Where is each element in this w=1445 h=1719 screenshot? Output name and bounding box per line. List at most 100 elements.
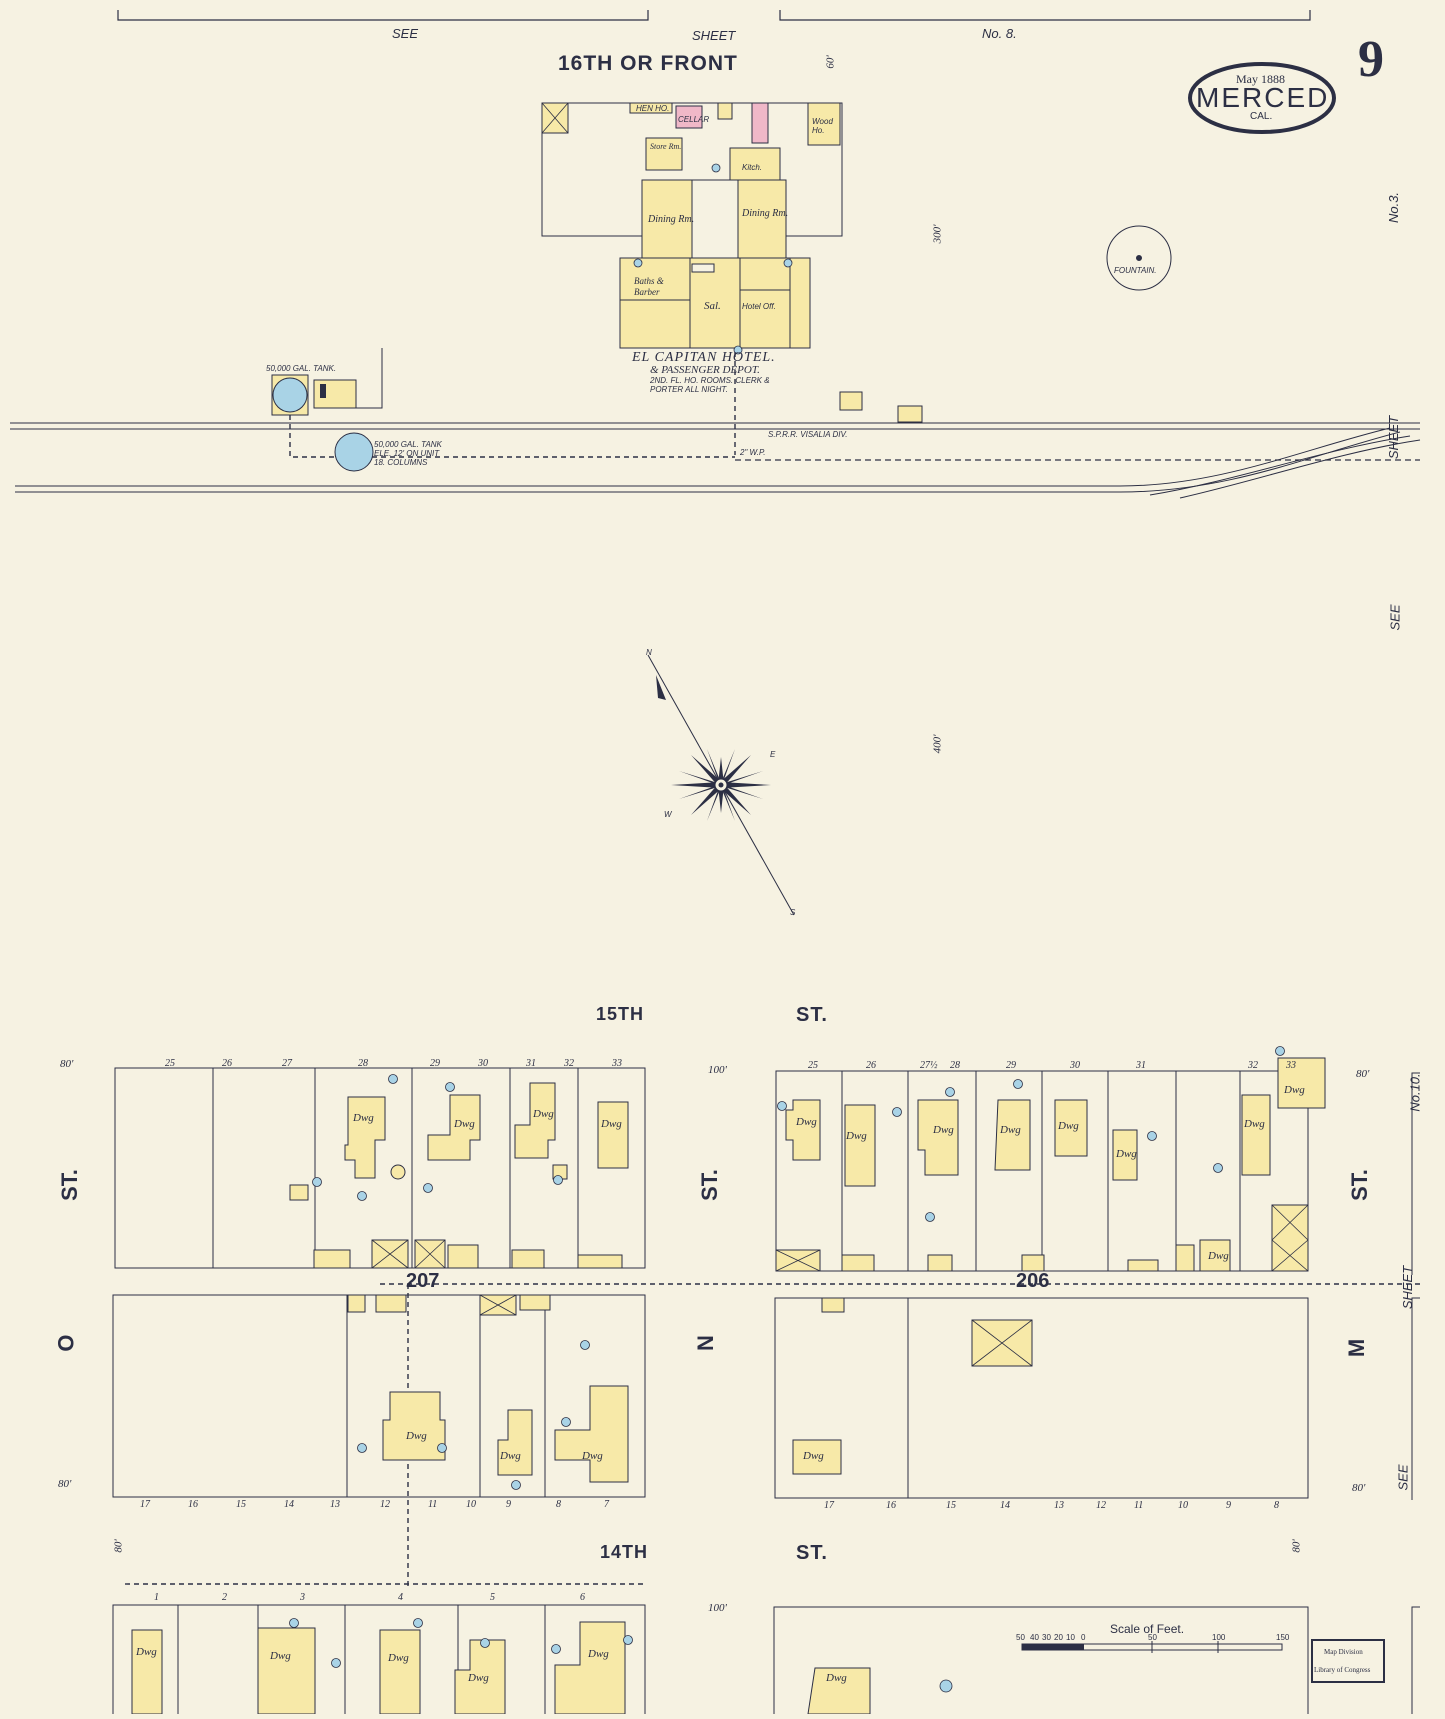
- dwelling-label: Dwg: [454, 1118, 475, 1130]
- street-m-st: ST.: [1346, 1169, 1372, 1201]
- dwelling-label: Dwg: [500, 1450, 521, 1462]
- street-15th-st: ST.: [796, 1004, 828, 1026]
- hydrants: [289, 1046, 1285, 1693]
- city-stamp-oval: [1188, 62, 1336, 134]
- scale-bar: [1021, 1641, 1283, 1653]
- lot-number: 26: [222, 1058, 232, 1069]
- scale-tick: 20: [1054, 1633, 1063, 1642]
- dwelling-label: Dwg: [468, 1672, 489, 1684]
- lot-number: 25: [808, 1060, 818, 1071]
- header-brackets: [117, 10, 1311, 21]
- width-300: 300': [931, 224, 944, 244]
- lot-number: 15: [236, 1499, 246, 1510]
- width-400: 400': [931, 734, 944, 754]
- lot-number: 14: [284, 1499, 294, 1510]
- width-80-f: 80': [1290, 1539, 1303, 1553]
- margin-no3: No.3.: [1386, 191, 1402, 224]
- lot-number: 17: [824, 1500, 834, 1511]
- lot-number: 10: [466, 1499, 476, 1510]
- street-15th: 15TH: [596, 1004, 645, 1024]
- scale-tick: 40: [1030, 1633, 1039, 1642]
- street-o: O: [53, 1334, 79, 1352]
- lot-number: 16: [188, 1499, 198, 1510]
- street-14th-st: ST.: [796, 1542, 828, 1564]
- lot-number: 9: [1226, 1500, 1231, 1511]
- lot-number: 14: [1000, 1500, 1010, 1511]
- lot-number: 16: [886, 1500, 896, 1511]
- lot-number: 27½: [920, 1060, 938, 1071]
- dwelling-label: Dwg: [1208, 1250, 1229, 1262]
- lot-number: 1: [154, 1592, 159, 1603]
- compass-n: N: [646, 648, 652, 657]
- width-100-b: 100': [708, 1602, 727, 1614]
- lot-number: 15: [946, 1500, 956, 1511]
- room-saloon: Sal.: [704, 300, 721, 312]
- lot-number: 11: [1134, 1500, 1144, 1511]
- header-see: SEE: [392, 26, 419, 41]
- dwelling-label: Dwg: [933, 1124, 954, 1136]
- hotel-buildings: [541, 102, 841, 349]
- scale-tick: 50: [1148, 1633, 1157, 1642]
- water-mains: [125, 1283, 1420, 1590]
- tank-1-label: 50,000 GAL. TANK.: [266, 364, 337, 373]
- x-marks-206: [775, 1204, 1309, 1367]
- room-baths: Baths & Barber: [634, 276, 664, 297]
- width-80-a: 80': [60, 1058, 74, 1070]
- lot-number: 8: [556, 1499, 561, 1510]
- lot-number: 6: [580, 1592, 585, 1603]
- room-wood-house: Wood Ho.: [812, 117, 833, 135]
- width-80-b: 80': [58, 1478, 72, 1490]
- lot-number: 28: [358, 1058, 368, 1069]
- lot-number: 33: [612, 1058, 622, 1069]
- lot-number: 2: [222, 1592, 227, 1603]
- lot-number: 32: [1248, 1060, 1258, 1071]
- width-80-e: 80': [1352, 1482, 1366, 1494]
- street-n: N: [692, 1335, 718, 1351]
- width-80-c: 80': [112, 1539, 125, 1553]
- scale-tick: 0: [1081, 1633, 1086, 1642]
- dwelling-label: Dwg: [1116, 1148, 1137, 1160]
- dwelling-label: Dwg: [1058, 1120, 1079, 1132]
- dwelling-label: Dwg: [582, 1450, 603, 1462]
- block-number-207: 207: [406, 1270, 440, 1292]
- lot-number: 29: [1006, 1060, 1016, 1071]
- width-80-d: 80': [1356, 1068, 1370, 1080]
- railroad-sheds: [839, 391, 923, 423]
- dwelling-label: Dwg: [803, 1450, 824, 1462]
- room-store: Store Rm.: [650, 142, 682, 151]
- street-o-st: ST.: [56, 1169, 82, 1201]
- water-main-label: 2" W.P.: [740, 448, 766, 457]
- block-207-south: [112, 1294, 646, 1498]
- lot-number: 27: [282, 1058, 292, 1069]
- library-stamp-line1: Map Division: [1324, 1648, 1363, 1656]
- lot-number: 4: [398, 1592, 403, 1603]
- compass-rose: [647, 654, 795, 916]
- street-n-st: ST.: [696, 1169, 722, 1201]
- lot-number: 25: [165, 1058, 175, 1069]
- scale-tick: 10: [1066, 1633, 1075, 1642]
- x-marks-207: [371, 1239, 446, 1269]
- stamp-state: CAL.: [1250, 111, 1273, 122]
- lot-number: 31: [1136, 1060, 1146, 1071]
- scale-tick: 100: [1212, 1633, 1226, 1642]
- lot-number: 31: [526, 1058, 536, 1069]
- block-207-north: [114, 1067, 646, 1269]
- scale-title: Scale of Feet.: [1110, 1622, 1185, 1636]
- margin-see-2: SEE: [1395, 1464, 1411, 1491]
- hotel-hydrants: [633, 163, 793, 355]
- stamp-city: MERCED: [1196, 82, 1330, 113]
- lot-number: 26: [866, 1060, 876, 1071]
- lot-number: 3: [300, 1592, 305, 1603]
- header-sheet-number: No. 8.: [982, 26, 1017, 41]
- lot-number: 8: [1274, 1500, 1279, 1511]
- compass-e: E: [770, 750, 776, 759]
- lot-number: 11: [428, 1499, 438, 1510]
- width-60: 60': [824, 55, 837, 69]
- dwellings-207-south: [347, 1294, 629, 1483]
- fountain-circle: [1106, 225, 1172, 291]
- dwelling-label: Dwg: [1000, 1124, 1021, 1136]
- lot-number: 30: [478, 1058, 488, 1069]
- dwelling-label: Dwg: [588, 1648, 609, 1660]
